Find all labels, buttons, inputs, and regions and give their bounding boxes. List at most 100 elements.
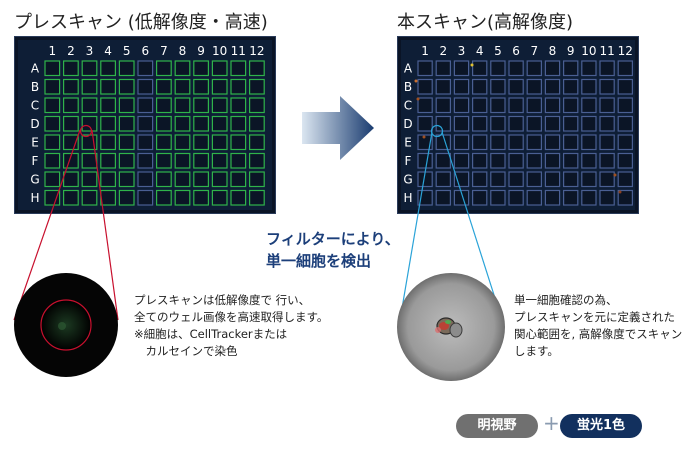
prescan-desc-line3: ※細胞は、CellTrackerまたは [134,327,288,341]
well [417,78,433,95]
column-label: 4 [104,44,112,58]
well [100,152,117,169]
column-label: 10 [212,44,227,58]
well [471,60,488,77]
well [62,152,79,169]
row-label: B [31,80,39,94]
column-label: 3 [458,44,466,58]
well [156,134,172,151]
row-label: F [32,154,39,168]
well [211,152,228,169]
well [211,171,228,188]
row-label: E [404,135,412,149]
well [526,60,542,77]
mainscan-desc-line2: プレスキャンを元に定義された [514,310,675,324]
prescan-desc-line1: プレスキャンは低解像度で 行い、 [134,293,311,307]
well [230,78,247,95]
well [453,115,470,132]
well [118,152,135,169]
well [471,78,488,95]
single-cell-icon [435,317,463,338]
well [544,97,561,114]
column-label: 5 [494,44,502,58]
well [417,60,433,77]
well [435,171,452,188]
well [471,152,488,169]
well [193,171,210,188]
well [563,134,579,151]
well [544,171,561,188]
row-label: D [30,117,39,131]
well [230,189,247,206]
column-label: 6 [512,44,520,58]
well [526,189,542,206]
fluorescence-badge: 蛍光1色 [560,414,642,438]
row-label: C [404,98,412,112]
well [118,97,135,114]
column-label: 12 [618,44,633,58]
row-label: A [31,61,40,75]
filter-caption-line2: 単一細胞を検出 [266,252,372,270]
well [508,97,524,114]
well [490,78,506,95]
well [174,152,191,169]
well [100,134,117,151]
well [193,189,210,206]
well [617,152,633,169]
well [563,97,579,114]
well [137,97,154,114]
well [526,97,542,114]
well [100,171,117,188]
well [137,60,154,77]
row-label: C [31,98,39,112]
well [156,60,172,77]
mainscan-desc-line4: します。 [514,344,559,358]
well [44,60,61,77]
well [490,189,506,206]
well [62,60,79,77]
well [156,97,172,114]
well [471,189,488,206]
column-label: 7 [160,44,168,58]
well [44,134,61,151]
mainscan-desc-line3: 関心範囲を, 高解像度でスキャン [514,327,683,341]
well [211,60,228,77]
mainscan-desc-line1: 単一細胞確認の為、 [514,293,618,307]
well [81,189,98,206]
well [249,60,265,77]
fluorescent-speck [613,173,617,177]
column-label: 11 [231,44,246,58]
well [544,78,561,95]
well [563,115,579,132]
well [156,189,172,206]
well [156,171,172,188]
well [490,171,506,188]
column-label: 9 [567,44,575,58]
well [490,115,506,132]
well [249,152,265,169]
column-label: 1 [421,44,429,58]
well [453,60,470,77]
mainscan-highlight-circle [430,124,444,138]
well [581,189,597,206]
well [581,60,597,77]
column-label: 10 [581,44,596,58]
well [435,78,452,95]
prescan-desc-line4: カルセインで染色 [134,344,238,358]
well [174,60,191,77]
well [490,134,506,151]
well [453,134,470,151]
well [44,152,61,169]
well [563,189,579,206]
well [508,115,524,132]
row-label: F [405,154,412,168]
well [508,78,524,95]
well [617,78,633,95]
row-label: G [403,172,412,186]
well [617,171,633,188]
well [81,60,98,77]
well [62,171,79,188]
well [417,134,433,151]
well [526,152,542,169]
row-label: A [404,61,413,75]
